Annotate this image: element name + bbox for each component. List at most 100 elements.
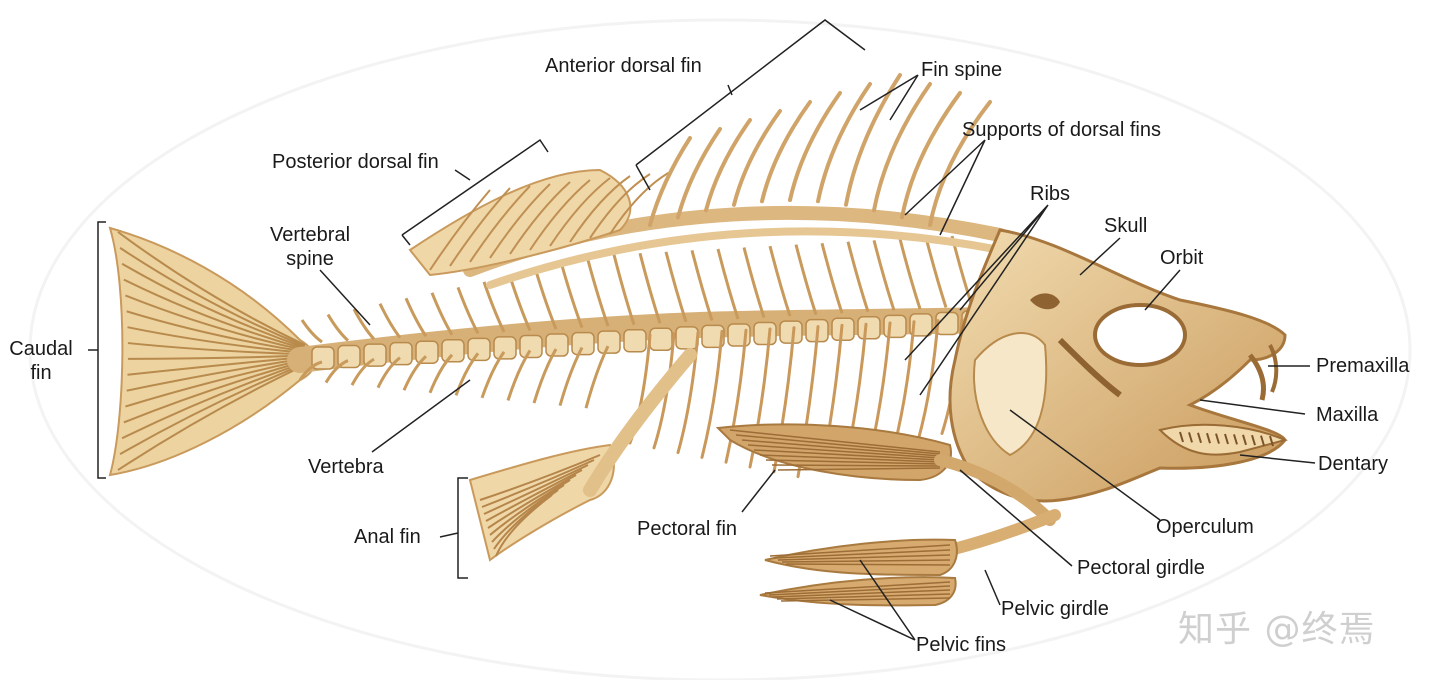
pectoral-fin-ray — [771, 464, 941, 467]
haemal-spine — [402, 355, 428, 391]
vertebra-block — [649, 327, 673, 352]
caudal-fin-drawing — [108, 226, 316, 477]
rib — [892, 320, 916, 450]
rib — [652, 332, 676, 450]
caudal-fin-ray — [119, 247, 306, 348]
pectoral-fin-ray — [777, 467, 941, 471]
vertebra-block — [675, 326, 699, 350]
label-operculum: Operculum — [1156, 516, 1254, 538]
haemal-spine — [376, 356, 401, 389]
pelvic-fin-ray — [769, 544, 951, 557]
anterior-dorsal-fin-spine — [704, 118, 752, 213]
anterior-dorsal-fin-spine — [788, 91, 842, 202]
haemal-spine — [584, 345, 610, 409]
label-vertebral-spine-line2: spine — [286, 248, 334, 270]
caudal-fin-ray — [121, 262, 306, 349]
neural-spine — [924, 237, 948, 308]
neural-spine — [482, 281, 506, 333]
vertebra-block — [597, 330, 621, 354]
tooth — [1224, 433, 1229, 445]
neural-spine — [508, 276, 532, 332]
neural-spine — [794, 244, 818, 316]
caudal-fin-ray — [127, 356, 306, 376]
neural-spine — [664, 251, 688, 323]
pelvic-fin-ray — [777, 554, 951, 561]
pelvic-drawing — [759, 509, 1061, 607]
posterior-dorsal-fin-ray — [509, 181, 571, 255]
haemal-spine — [298, 360, 323, 381]
vertebra-block — [935, 311, 959, 336]
anal-fin-ray — [481, 459, 595, 508]
tooth — [1260, 435, 1265, 446]
neural-spine — [430, 292, 454, 336]
pectoral-fin-ray — [765, 459, 941, 465]
anal-fin-ray — [487, 474, 577, 529]
vertebra-block — [571, 331, 595, 356]
caudal-fin-ray — [117, 364, 306, 471]
leader-lines — [88, 19, 1316, 641]
vertebra-block — [623, 328, 647, 353]
pelvic-fin-ray — [781, 559, 951, 563]
posterior-dorsal-fin-ray — [529, 179, 591, 251]
neural-spine — [352, 308, 376, 341]
neural-spine — [534, 270, 558, 330]
neural-spine — [768, 245, 792, 317]
vertebra-block — [519, 334, 543, 359]
neural-spine — [716, 248, 740, 320]
pectoral-fin-ray — [735, 434, 941, 455]
neural-spine — [742, 247, 766, 318]
background-oval — [28, 18, 1412, 680]
tooth — [1242, 434, 1247, 446]
label-ribs: Ribs — [1030, 183, 1071, 205]
posterior-dorsal-fin-drawing — [408, 168, 671, 277]
anterior-dorsal-fin-spine — [872, 82, 932, 213]
tooth — [1197, 432, 1202, 444]
pectoral-fin-ray — [747, 444, 941, 459]
orbit-opening — [1093, 303, 1187, 367]
tooth — [1251, 434, 1256, 446]
label-pectoral-fin: Pectoral fin — [637, 518, 738, 540]
haemal-spine — [506, 349, 532, 401]
neural-spine — [560, 265, 584, 329]
caudal-fin-ray — [121, 361, 306, 440]
skull-drawing — [934, 228, 1289, 526]
anterior-dorsal-fin-spine — [900, 91, 962, 220]
anterior-dorsal-fin-drawing — [648, 73, 992, 227]
vertebra-block — [909, 313, 933, 337]
anterior-dorsal-fin-spine — [760, 100, 812, 204]
label-fin-spine: Fin spine — [921, 59, 1003, 81]
anterior-dorsal-fin-spine — [732, 109, 782, 207]
posterior-dorsal-fin-ray — [569, 175, 631, 243]
neural-spine — [846, 241, 870, 313]
label-pelvic-girdle: Pelvic girdle — [1001, 598, 1109, 620]
neural-spine — [300, 319, 323, 344]
label-caudal-fin-line2: fin — [30, 362, 52, 384]
label-dentary: Dentary — [1318, 453, 1389, 475]
label-maxilla: Maxilla — [1316, 404, 1379, 426]
neural-spine — [820, 242, 844, 314]
anterior-dorsal-fin-spine — [816, 82, 872, 204]
posterior-dorsal-fin-ray — [609, 171, 671, 235]
anterior-dorsal-fin-spine — [844, 73, 902, 207]
vertebra-block — [467, 337, 491, 362]
caudal-fin-ray — [125, 294, 306, 352]
vertebra-block — [883, 314, 907, 339]
haemal-spine — [350, 357, 375, 386]
label-caudal-fin-line1: Caudal — [9, 338, 73, 360]
label-supports-of-dorsal-fins: Supports of dorsal fins — [962, 119, 1161, 141]
vertebra-block — [779, 320, 803, 344]
neural-spine — [690, 250, 714, 321]
neural-spine — [456, 286, 480, 335]
rib — [916, 319, 940, 443]
label-posterior-dorsal-fin: Posterior dorsal fin — [272, 151, 439, 173]
label-vertebral-spine-line1: Vertebral — [269, 224, 351, 246]
vertebra-block — [441, 339, 465, 363]
anal-fin-ray — [495, 494, 553, 557]
anterior-dorsal-fin-spine — [928, 100, 992, 227]
vertebra-block — [493, 336, 517, 360]
neural-spine — [586, 259, 610, 327]
label-skull: Skull — [1104, 215, 1148, 237]
label-pelvic-fins: Pelvic fins — [916, 634, 1007, 656]
neural-spine — [378, 303, 402, 339]
pectoral-fin-ray — [741, 439, 941, 457]
